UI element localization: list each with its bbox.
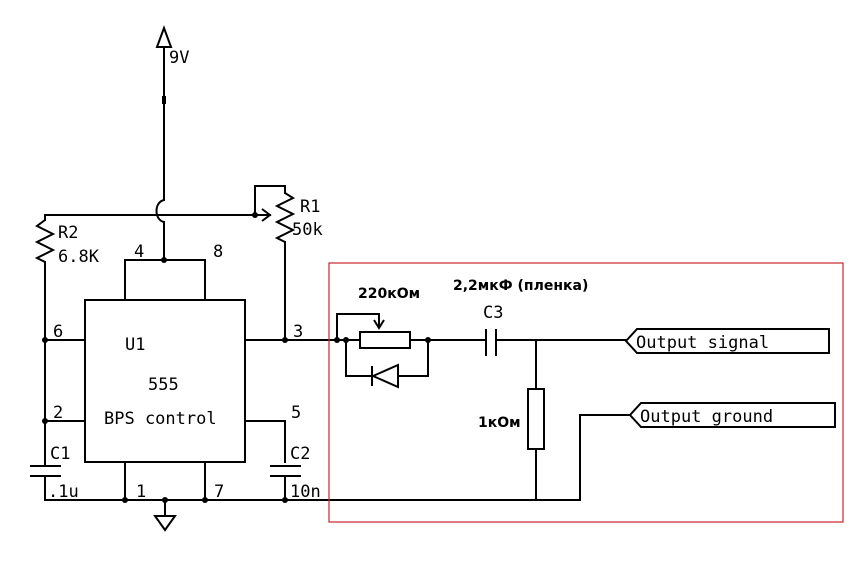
c2-ref: C2 xyxy=(290,444,310,464)
pin-6-label: 6 xyxy=(53,322,63,342)
capacitor-c1: C1 .1u xyxy=(30,444,79,502)
load-resistor xyxy=(527,388,545,450)
junction-dot xyxy=(282,497,288,503)
c3-value: 2,2мкФ (пленка) xyxy=(453,278,588,294)
pin-1-label: 1 xyxy=(136,482,146,502)
junction-dot xyxy=(202,497,208,503)
port-flag-icon xyxy=(624,328,830,354)
ic-part: 555 xyxy=(148,375,179,395)
resistor-zigzag-icon xyxy=(34,219,56,263)
pin-8-label: 8 xyxy=(213,242,223,262)
ic-u1: 4 8 U1 555 BPS control 6 2 3 5 1 7 xyxy=(42,242,341,502)
port-flag-icon xyxy=(628,402,836,428)
wiper-arrow-icon xyxy=(261,208,272,222)
pin-4-label: 4 xyxy=(134,242,144,262)
pin-5-label: 5 xyxy=(291,403,301,423)
port-output-ground[interactable]: Output ground xyxy=(628,402,836,428)
junction-dot xyxy=(42,337,48,343)
c1-ref: C1 xyxy=(50,444,70,464)
ic-name: BPS control xyxy=(104,409,217,429)
supply-9v: 9V xyxy=(155,25,189,201)
c1-value: .1u xyxy=(48,482,79,502)
port-output-signal-label: Output signal xyxy=(636,333,769,353)
ic-body xyxy=(84,299,246,463)
diode-icon xyxy=(370,363,399,389)
trimmer-resistor xyxy=(359,331,411,349)
resistor-zigzag-icon xyxy=(274,192,296,243)
junction-dot xyxy=(122,497,128,503)
junction-dot xyxy=(161,257,167,263)
pin-3-label: 3 xyxy=(293,322,303,342)
port-output-ground-label: Output ground xyxy=(640,407,773,427)
resistor-r1: R1 50k xyxy=(254,185,323,341)
pin-7-label: 7 xyxy=(214,482,224,502)
junction-dot xyxy=(282,337,288,343)
supply-arrow-icon xyxy=(155,25,173,48)
junction-dot xyxy=(42,418,48,424)
port-output-signal[interactable]: Output signal xyxy=(624,328,830,354)
r1-ref: R1 xyxy=(300,197,320,217)
r2-value: 6.8K xyxy=(58,247,100,267)
supply-label: 9V xyxy=(169,48,189,68)
output-stage: 220кОм 2,2мкФ (пленка) C3 1кОм Output s xyxy=(334,278,836,501)
wire-crossing-hop xyxy=(155,199,165,223)
r2-ref: R2 xyxy=(58,223,78,243)
ic-ref: U1 xyxy=(125,335,145,355)
c2-value: 10n xyxy=(290,482,321,502)
load-resistor-value: 1кОм xyxy=(478,415,521,431)
resistor-r2: R2 6.8K xyxy=(34,214,100,463)
capacitor-c2: C2 10n xyxy=(270,444,321,502)
pin-2-label: 2 xyxy=(53,403,63,423)
ground-icon xyxy=(153,515,177,532)
c3-ref: C3 xyxy=(483,303,503,323)
output-stage-frame xyxy=(328,262,844,523)
trimmer-value: 220кОм xyxy=(358,286,420,302)
r1-value: 50k xyxy=(292,220,323,240)
trimmer-wiper-arrow-icon xyxy=(373,319,385,330)
